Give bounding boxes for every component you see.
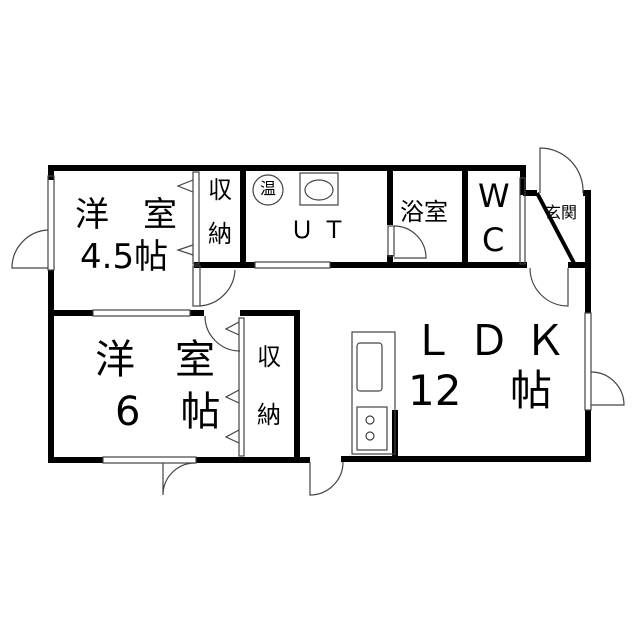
kitchen-counter [351,331,396,455]
stove-icon [356,406,388,451]
room-name-western-large: 洋 室 [95,337,215,383]
storage-1-label-2: 納 [208,220,232,248]
walls [48,165,591,463]
window-right [584,312,592,411]
ldk-size-number: 12 [408,366,462,415]
storage-2-label-2: 納 [257,401,281,429]
storage-1-label: 収 [208,176,232,204]
sink-icon [356,342,383,392]
storage-2-label: 収 [257,343,281,371]
ut-sliding-door [254,261,331,269]
bathroom-label: 浴室 [400,198,448,226]
toilet-label-w: W [478,177,510,215]
sliding-door [92,309,191,317]
toilet-label-c: C [482,221,505,259]
water-heater-icon [252,174,284,206]
washbasin-icon [299,172,339,206]
entrance-door [539,147,584,194]
utility-label: ＵＴ [290,216,354,244]
ldk-label: ＬＤＫ [412,316,581,365]
door-left [11,229,49,269]
room-size-western-small: 4.5帖 [80,237,169,277]
window-bottom [102,456,197,464]
ldk-size-unit: 帖 [510,366,553,415]
fixtures [11,147,625,496]
room-name-western-small: 洋 室 [75,195,177,235]
room-size-western-large: 6 帖 [115,389,221,435]
water-heater-label: 温 [260,179,277,198]
window-left [47,175,55,271]
entrance-label: 玄関 [545,203,578,222]
